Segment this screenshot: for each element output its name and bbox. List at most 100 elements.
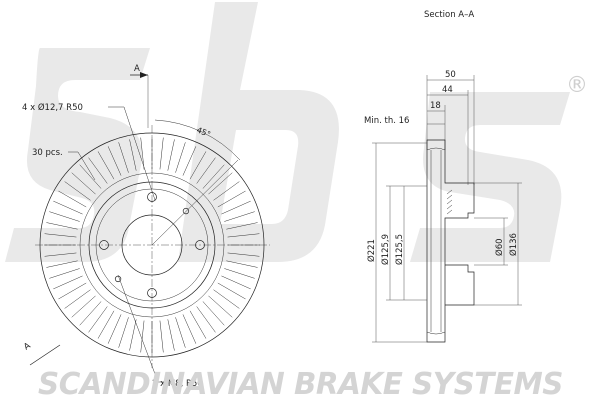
- bolt-holes: [99, 192, 205, 298]
- vent-line: [79, 301, 102, 326]
- vent-line: [53, 200, 83, 215]
- vent-line: [88, 306, 108, 333]
- vent-line: [71, 172, 96, 195]
- vent-line: [107, 314, 122, 344]
- vent-line: [53, 275, 83, 290]
- vent-line: [167, 319, 175, 351]
- vent-line: [79, 164, 102, 189]
- vent-line: [46, 260, 78, 268]
- vent-line: [175, 317, 186, 348]
- vent-line: [129, 319, 137, 351]
- vent-line: [221, 275, 251, 290]
- holes-leader: [108, 106, 156, 201]
- vent-line: [140, 137, 145, 170]
- hub-outer-circle: [88, 181, 216, 309]
- bolt-hole: [147, 192, 157, 202]
- angle-arc: [154, 119, 241, 161]
- vent-line: [167, 139, 175, 171]
- vents-label: 30 pcs.: [32, 148, 63, 158]
- angle-ray: [151, 159, 239, 246]
- thread-hole: [182, 207, 190, 215]
- sbs-watermark-logo: [5, 2, 570, 262]
- vent-line: [182, 314, 197, 344]
- vent-line: [64, 181, 91, 201]
- dia-136: Ø136: [508, 233, 519, 256]
- vent-line: [129, 139, 137, 171]
- hatch-line: [446, 204, 453, 210]
- cooling-vents: [44, 137, 260, 353]
- vent-line: [227, 252, 260, 257]
- min-thickness-label: Min. th. 16: [364, 116, 409, 126]
- friction-ring-inner-edge: [79, 172, 225, 318]
- bolt-hole: [99, 240, 109, 250]
- vents-leader: [68, 151, 96, 181]
- disc-outer-edge: [39, 132, 265, 358]
- hatch-line: [446, 189, 453, 195]
- vent-line: [208, 172, 233, 195]
- vent-line: [182, 146, 197, 176]
- dim-44: 44: [442, 85, 453, 95]
- vent-line: [97, 151, 115, 180]
- hub-step-circle: [95, 188, 209, 302]
- vent-line: [97, 310, 115, 339]
- vent-line: [189, 151, 207, 180]
- vent-line: [224, 268, 255, 279]
- section-view: Section A–A 50 44 18 Min. th. 16 Ø221: [364, 10, 522, 343]
- vent-line: [88, 157, 108, 184]
- front-view: A A 4 x Ø12,7 R50 30 pcs. 45° 2 x M8, R5…: [22, 64, 270, 389]
- vent-line: [213, 181, 240, 201]
- vent-line: [196, 306, 216, 333]
- vent-line: [221, 200, 251, 215]
- vent-line: [159, 137, 164, 170]
- thread-hole: [114, 275, 122, 283]
- threads-label: 2 x M8, R50: [152, 379, 203, 389]
- brand-footer: SCANDINAVIAN BRAKE SYSTEMS: [38, 367, 563, 400]
- dia-60: Ø60: [494, 238, 505, 256]
- vent-line: [49, 268, 80, 279]
- vent-line: [46, 222, 78, 230]
- center-bore: [121, 214, 183, 276]
- vent-line: [226, 222, 258, 230]
- dia-125-5: Ø125,5: [394, 234, 405, 265]
- vent-line: [140, 320, 145, 353]
- vent-line: [107, 146, 122, 176]
- vent-line: [44, 233, 77, 238]
- vent-line: [175, 142, 186, 173]
- vent-line: [189, 310, 207, 339]
- bolt-hole: [195, 240, 205, 250]
- hatch-line: [446, 199, 453, 205]
- registered-mark: ®: [566, 73, 588, 98]
- vent-line: [58, 282, 87, 300]
- vent-line: [49, 211, 80, 222]
- vent-line: [44, 252, 77, 257]
- hatch-line: [446, 209, 453, 215]
- vent-line: [217, 282, 246, 300]
- vent-line: [64, 289, 91, 309]
- section-line-lower: [29, 344, 61, 366]
- vent-line: [118, 317, 129, 348]
- vent-line: [213, 289, 240, 309]
- vent-line: [226, 260, 258, 268]
- vent-line: [118, 142, 129, 173]
- vent-line: [202, 301, 225, 326]
- hatch-line: [446, 194, 453, 200]
- dim-18: 18: [430, 101, 441, 111]
- vent-line: [224, 211, 255, 222]
- vent-line: [227, 233, 260, 238]
- holes-label: 4 x Ø12,7 R50: [22, 102, 83, 113]
- dia-125-9: Ø125,9: [380, 234, 391, 265]
- threads-leader: [117, 274, 168, 383]
- disc-cross-section: [426, 139, 475, 343]
- section-hatching: [446, 189, 453, 215]
- vent-line: [202, 164, 225, 189]
- section-marker-top: A: [134, 64, 140, 74]
- section-marker-bottom: A: [22, 341, 32, 353]
- vent-line: [196, 157, 216, 184]
- vent-line: [208, 295, 233, 318]
- bolt-hole: [147, 288, 157, 298]
- vent-line: [58, 190, 87, 208]
- dia-221: Ø221: [366, 239, 377, 262]
- vent-line: [159, 320, 164, 353]
